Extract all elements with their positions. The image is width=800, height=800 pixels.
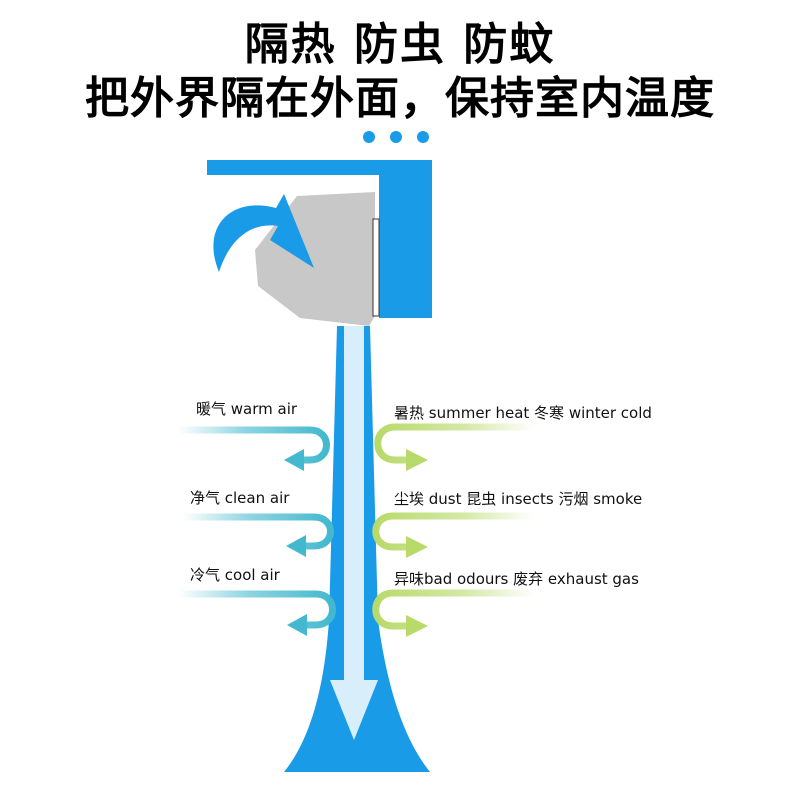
indoor-air-arrow [174, 590, 336, 636]
indoor-air-arrow [174, 426, 330, 471]
indoor-label-cool-air: 冷气 cool air [190, 566, 280, 584]
intake-arrow-icon [213, 194, 314, 272]
indoor-label-warm-air: 暖气 warm air [196, 400, 298, 418]
outdoor-label-odours-gas: 异味bad odours 废弃 exhaust gas [394, 570, 639, 588]
outdoor-air-arrow [372, 589, 539, 637]
headline-primary: 隔热 防虫 防蚊 [244, 19, 556, 70]
outdoor-label-heat-cold: 暑热 summer heat 冬寒 winter cold [394, 404, 652, 422]
outdoor-label-dust-insects: 尘埃 dust 昆虫 insects 污烟 smoke [394, 490, 643, 508]
wall-bracket [207, 160, 432, 318]
indoor-air-arrow [179, 513, 334, 557]
unit-front-strip [372, 218, 380, 317]
air-stream-core [330, 326, 378, 740]
outdoor-air-arrow [372, 512, 539, 558]
outdoor-air-arrow [374, 423, 539, 471]
headline-secondary: 把外界隔在外面，保持室内温度 [85, 73, 715, 124]
more-dots-icon [363, 131, 429, 143]
indoor-label-clean-air: 净气 clean air [190, 489, 290, 507]
